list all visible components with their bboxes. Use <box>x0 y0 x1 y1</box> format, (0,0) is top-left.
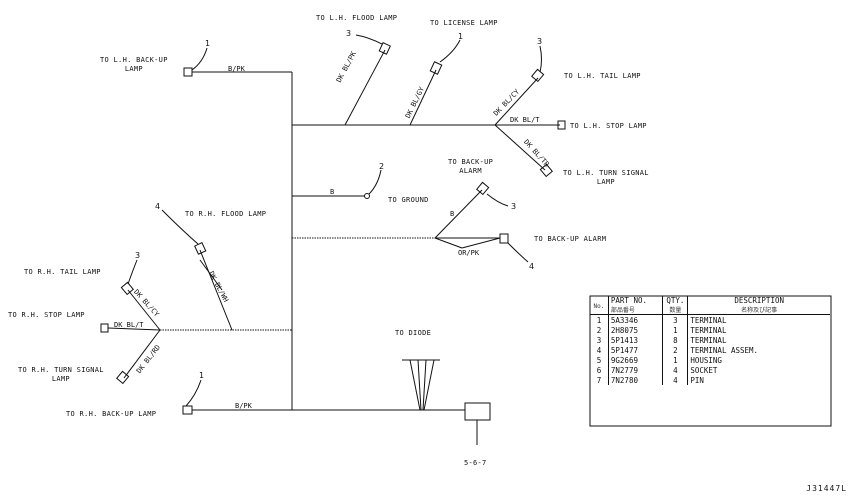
label-connector-ref: 5-6-7 <box>464 459 487 467</box>
callout-line-ground <box>368 169 382 195</box>
wire-rh-tail <box>127 289 161 331</box>
callout-line-rh-tail <box>127 259 138 285</box>
callout-rh-backup: 1 <box>199 371 205 380</box>
label-rh-backup-lamp: TO R.H. BACK-UP LAMP <box>66 410 157 418</box>
diode-fan-3 <box>422 359 427 411</box>
callout-line-alarm <box>507 242 529 263</box>
lh-backup-terminal <box>183 67 193 77</box>
lh-flood-terminal <box>378 42 391 55</box>
callout-alarm-top: 3 <box>511 202 517 211</box>
wire-lh-flood <box>344 49 386 126</box>
label-license-lamp: TO LICENSE LAMP <box>430 19 498 27</box>
label-lh-flood-lamp: TO L.H. FLOOD LAMP <box>316 14 398 22</box>
callout-rh-flood: 4 <box>155 202 161 211</box>
wire-code-dk-bl-t: DK BL/T <box>510 116 540 124</box>
header-part-no: PART NO.部品番号 <box>608 296 664 315</box>
label-rh-flood-lamp: TO R.H. FLOOD LAMP <box>185 210 267 218</box>
wire-code-or-pk: OR/PK <box>458 249 480 257</box>
connector-567 <box>464 402 491 421</box>
lh-turn-terminal <box>539 163 553 178</box>
wire-license <box>409 69 437 126</box>
rh-turn-terminal <box>116 370 130 385</box>
label-backup-alarm-top: TO BACK-UP ALARM <box>448 158 494 175</box>
wire-alarm-b <box>434 189 483 239</box>
rh-tail-terminal <box>120 281 134 296</box>
wire-rh-stop <box>107 327 161 331</box>
wire-lh-turn <box>494 124 546 171</box>
callout-line-lh-backup <box>191 47 208 71</box>
callout-rh-tail: 3 <box>135 251 141 260</box>
callout-line-license <box>439 39 461 63</box>
label-lh-backup-lamp: TO L.H. BACK-UP LAMP <box>100 56 168 73</box>
header-no: No. <box>590 296 609 315</box>
label-rh-turn-signal-lamp: TO R.H. TURN SIGNAL LAMP <box>18 366 104 383</box>
wire-code-bk-pk-bottom: B/PK <box>235 402 252 410</box>
label-rh-stop-lamp: TO R.H. STOP LAMP <box>8 311 85 319</box>
diode-fan-4 <box>423 359 435 411</box>
wire-code-b-ground: B <box>330 188 335 196</box>
callout-line-rh-backup <box>185 379 202 407</box>
rh-flood-terminal <box>194 242 207 255</box>
label-diode: TO DIODE <box>395 329 432 337</box>
wire-code-bk-pk-top: B/PK <box>228 65 245 73</box>
wire-alarm-orpk-1 <box>434 237 463 249</box>
wire-rh-turn <box>123 329 161 379</box>
callout-lh-backup: 1 <box>205 39 211 48</box>
wire-alarm-orpk-2 <box>461 237 501 249</box>
callout-line-lh-tail <box>539 45 542 73</box>
label-lh-turn-signal-lamp: TO L.H. TURN SIGNAL LAMP <box>563 169 649 186</box>
callout-line-lh-flood <box>355 34 383 45</box>
wire-rh-flood <box>199 249 233 331</box>
callout-lh-flood: 3 <box>346 29 352 38</box>
callout-ground: 2 <box>379 162 385 171</box>
diode-fan-2 <box>417 359 422 411</box>
license-terminal <box>429 61 443 75</box>
label-lh-tail-lamp: TO L.H. TAIL LAMP <box>564 72 641 80</box>
header-qty: QTY.数量 <box>662 296 689 315</box>
label-ground: TO GROUND <box>388 196 429 204</box>
wire-lh-tail <box>494 77 539 126</box>
figure-id: J31447L <box>806 484 847 493</box>
callout-alarm: 4 <box>529 262 535 271</box>
wire-code-b-alarm: B <box>450 210 455 218</box>
alarm-top-terminal <box>476 181 490 196</box>
alarm-terminal <box>499 233 509 244</box>
wire-code-dk-bl-t-rh: DK BL/T <box>114 321 144 329</box>
diode-fan-1 <box>409 359 421 411</box>
wire-rh-flood-2 <box>199 259 223 291</box>
lh-tail-terminal <box>531 68 545 83</box>
rh-stop-terminal <box>100 323 109 333</box>
callout-license: 1 <box>458 32 464 41</box>
label-backup-alarm: TO BACK-UP ALARM <box>534 235 607 243</box>
ground-terminal <box>364 193 370 199</box>
callout-lh-tail: 3 <box>537 37 543 46</box>
rh-backup-terminal <box>182 405 193 415</box>
lh-stop-terminal <box>557 120 566 130</box>
label-rh-tail-lamp: TO R.H. TAIL LAMP <box>24 268 101 276</box>
label-lh-stop-lamp: TO L.H. STOP LAMP <box>570 122 647 130</box>
callout-line-alarm-top <box>486 193 509 207</box>
callout-line-rh-flood <box>161 209 199 245</box>
